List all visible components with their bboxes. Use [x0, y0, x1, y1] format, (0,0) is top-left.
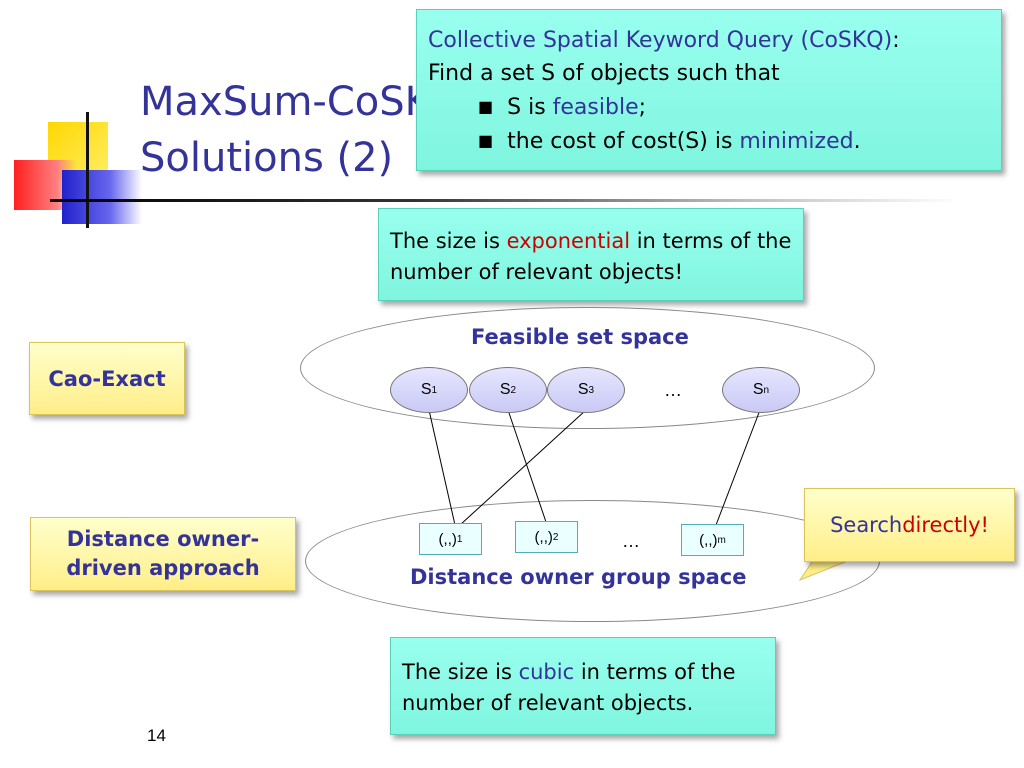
cao-exact-label: Cao-Exact	[48, 366, 166, 391]
definition-term: Collective Spatial Keyword Query (CoSKQ)	[428, 28, 893, 53]
decorative-corner-graphic	[0, 100, 150, 230]
page-number: 14	[147, 726, 166, 745]
node-sub: n	[763, 384, 770, 396]
line-s2-g2	[507, 409, 547, 523]
node-base: S	[577, 381, 589, 398]
node-sub: 2	[552, 531, 559, 543]
bullet2-highlight: minimized	[739, 129, 854, 154]
group-node-m: (,,)m	[681, 524, 744, 556]
bullet2-text: the cost of cost(S) is	[507, 129, 740, 154]
definition-term-line: Collective Spatial Keyword Query (CoSKQ)…	[428, 24, 1001, 57]
definition-bullet1: ■ S is feasible;	[428, 90, 1001, 124]
distance-owner-label: Distance owner-driven approach	[66, 527, 260, 580]
size-cubic-post: in terms of the number of relevant objec…	[402, 660, 736, 715]
size-exp-post: in terms of the number of relevant objec…	[390, 229, 792, 284]
size-exponential-callout: The size is exponential in terms of the …	[378, 208, 804, 301]
node-sub: m	[717, 534, 726, 546]
bullet2-end: .	[853, 129, 861, 154]
node-sub: 1	[456, 533, 463, 545]
node-base: S	[499, 381, 511, 398]
line-s1-g1	[428, 409, 456, 526]
cao-exact-box: Cao-Exact	[29, 342, 185, 415]
feasible-ellipsis: …	[664, 380, 682, 400]
distance-owner-box: Distance owner-driven approach	[30, 517, 296, 591]
node-base: S	[420, 381, 432, 398]
size-cubic-highlight: cubic	[518, 660, 575, 684]
node-base: (,,)	[438, 530, 457, 548]
node-base: (,,)	[534, 528, 553, 546]
search-highlight: directly!	[902, 513, 989, 537]
line-sn-gm	[715, 409, 761, 526]
group-ellipsis: …	[622, 531, 640, 551]
bullet1-text: S is	[507, 95, 553, 120]
search-pre: Search	[830, 513, 903, 537]
bullet1-end: ;	[638, 95, 647, 120]
group-space-ellipse	[305, 500, 880, 622]
line-s3-g1	[459, 409, 587, 526]
definition-bullet2: ■ the cost of cost(S) is minimized.	[428, 124, 1001, 158]
slide-title-line2: Solutions (2)	[140, 135, 394, 181]
node-base: (,,)	[699, 531, 718, 549]
definition-line2: Find a set S of objects such that	[428, 61, 780, 86]
size-cubic-pre: The size is	[402, 660, 519, 684]
blue-square	[62, 170, 142, 224]
feasible-set-label: Feasible set space	[471, 325, 689, 349]
size-cubic-callout: The size is cubic in terms of the number…	[390, 637, 776, 735]
definition-colon: :	[892, 28, 900, 53]
node-sub: 1	[431, 384, 438, 396]
title-rule	[50, 199, 960, 202]
node-sub: 3	[588, 384, 595, 396]
group-space-label: Distance owner group space	[410, 565, 747, 589]
bullet-marker-icon: ■	[478, 131, 494, 150]
group-node-2: (,,)2	[515, 521, 578, 553]
bullet-marker-icon: ■	[478, 97, 494, 116]
vertical-bar	[86, 112, 89, 228]
size-exp-pre: The size is	[390, 229, 507, 253]
definition-callout: Collective Spatial Keyword Query (CoSKQ)…	[416, 9, 1002, 171]
size-exp-highlight: exponential	[506, 229, 631, 253]
group-node-1: (,,)1	[419, 523, 482, 555]
bullet1-highlight: feasible	[552, 95, 639, 120]
slide-title-line1: MaxSum-CoSK	[140, 79, 431, 125]
node-sub: 2	[510, 384, 517, 396]
search-directly-callout: Search directly!	[804, 488, 1015, 562]
node-base: S	[752, 381, 764, 398]
